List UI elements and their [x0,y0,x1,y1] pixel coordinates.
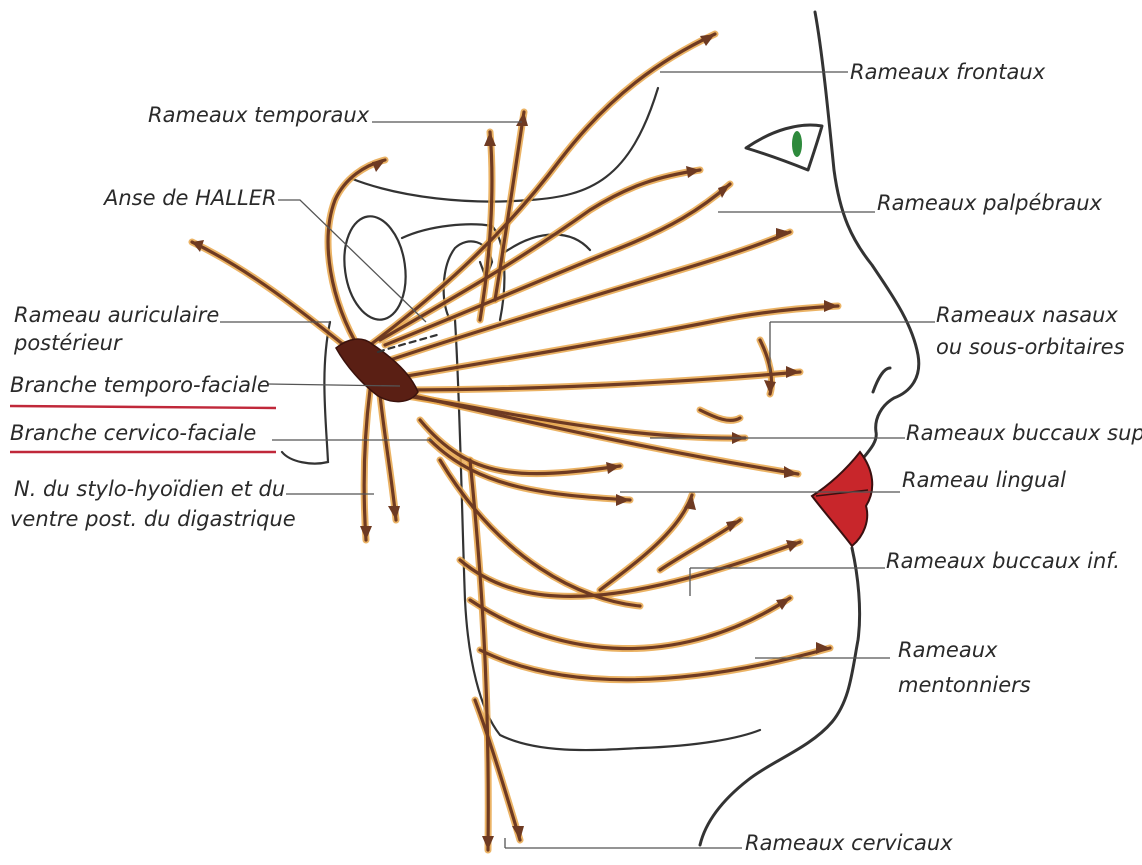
label-rameaux-palpebraux: Rameaux palpébraux [877,191,1103,215]
label-rameaux-nasaux-line1: Rameaux nasaux [936,303,1118,327]
frontal-branch [370,34,715,345]
label-rameau-lingual: Rameau lingual [902,468,1066,492]
label-stylo-hyoidien-line2: ventre post. du digastrique [10,507,296,531]
label-rameaux-buccaux-inf: Rameaux buccaux inf. [886,549,1120,573]
chin-contour [700,548,860,845]
arrowhead [482,836,494,850]
eye-iris [792,131,802,157]
labels: Rameaux frontaux Rameaux temporaux Anse … [10,60,1142,855]
digastric-branch [380,395,396,520]
facial-nerve-trunk [336,339,418,402]
label-rameaux-buccaux-sup: Rameaux buccaux sup. [906,421,1142,445]
nostril [873,368,890,392]
label-rameau-auriculaire-line2: postérieur [13,331,123,355]
arrowhead [786,366,800,378]
label-rameaux-mentonniers-line2: mentonniers [898,673,1031,697]
arrowhead [360,526,372,540]
ear-lobe [282,322,330,464]
ear-helix [338,212,412,323]
label-rameau-auriculaire-line1: Rameau auriculaire [14,303,219,327]
label-anse-de-haller: Anse de HALLER [102,186,277,210]
label-rameaux-temporaux: Rameaux temporaux [148,103,370,127]
face-profile [700,12,919,845]
arrowhead [824,300,838,312]
arrowhead [616,494,630,506]
label-rameaux-frontaux: Rameaux frontaux [850,60,1046,84]
branch-glow [192,34,838,850]
label-branche-temporo-faciale: Branche temporo-faciale [10,373,270,397]
label-rameaux-nasaux-line2: ou sous-orbitaires [936,335,1125,359]
label-branche-cervico-faciale: Branche cervico-faciale [10,421,256,445]
arrowhead [484,132,496,146]
label-rameaux-mentonniers-line1: Rameaux [898,638,998,662]
eye-outline [746,125,822,170]
arrowhead [372,160,385,172]
label-rameaux-cervicaux: Rameaux cervicaux [745,831,953,855]
label-stylo-hyoidien-line1: N. du stylo-hyoïdien et du [14,477,285,501]
nerve-branches [192,34,838,850]
underline-temporo-faciale [10,406,276,408]
cervical-branch-2 [475,700,520,840]
lips [812,452,872,546]
